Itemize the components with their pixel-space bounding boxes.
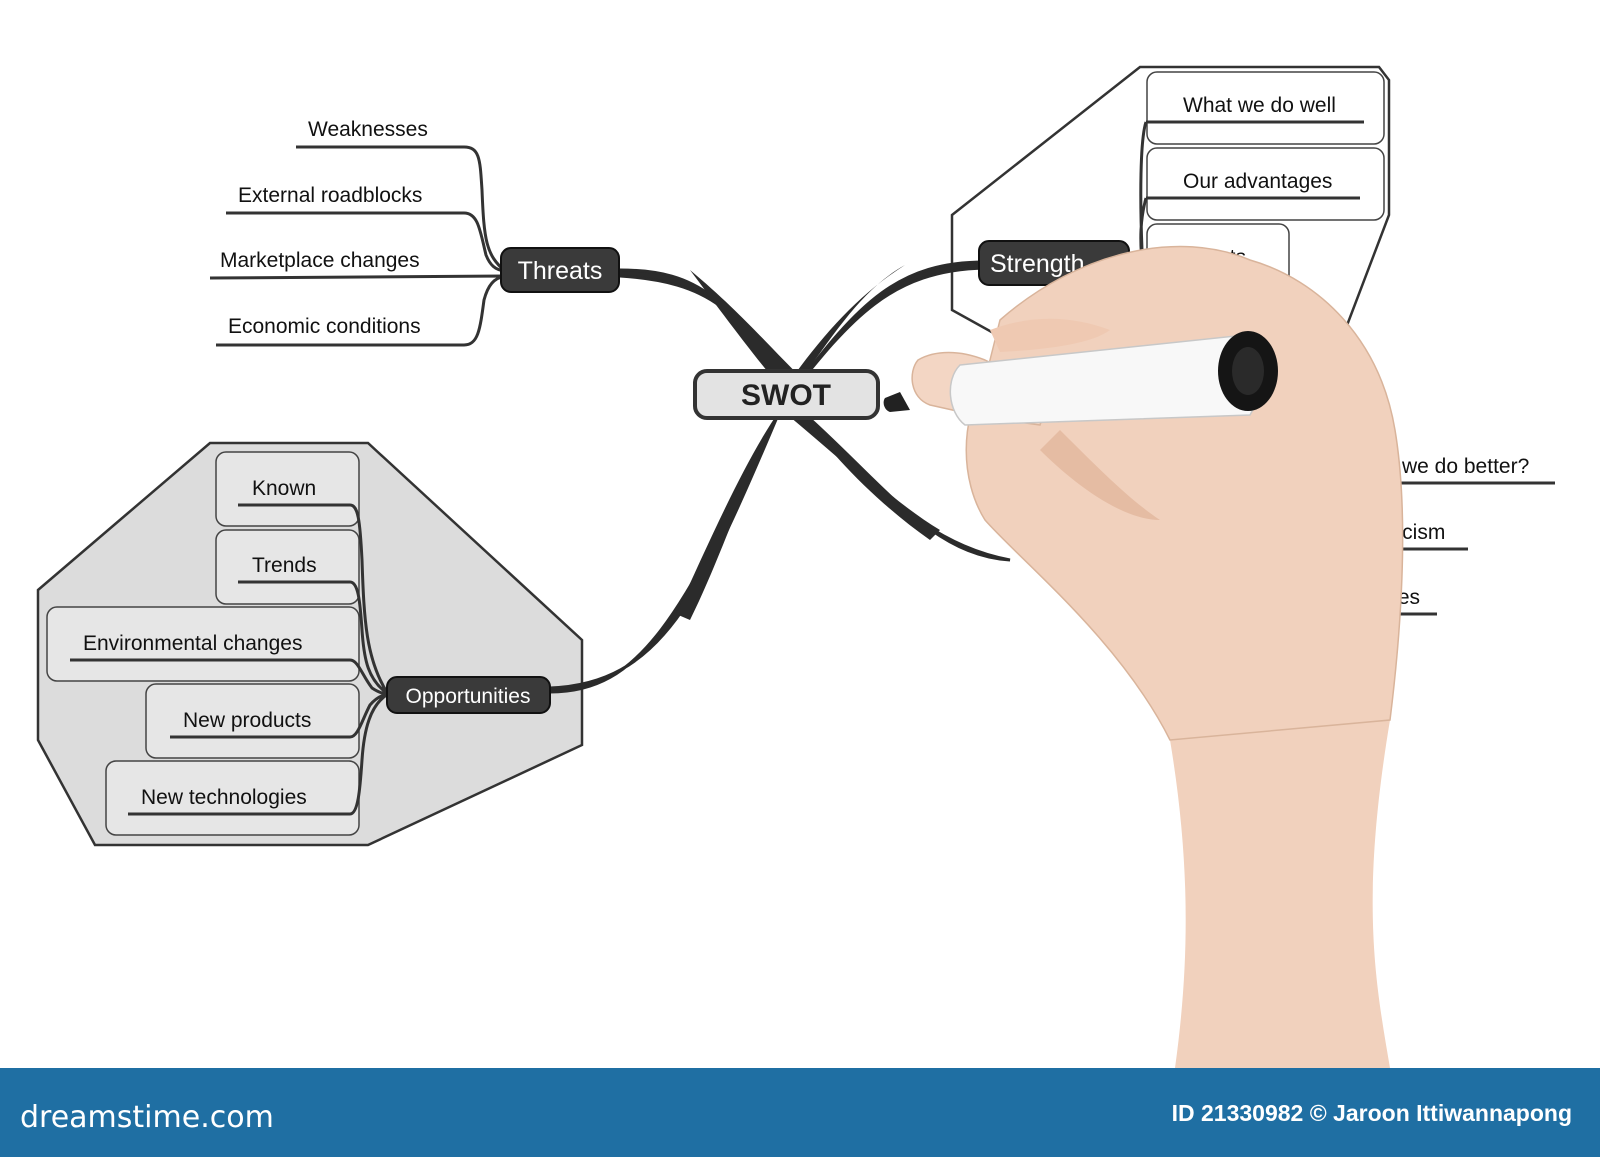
opportunity-item-new-products: New products <box>183 709 311 732</box>
swot-node-label: SWOT <box>741 379 831 412</box>
hand-thumb <box>990 318 1110 352</box>
strength-item-our-advantages: Our advantages <box>1183 170 1332 193</box>
known-box <box>215 451 360 527</box>
environmental-box <box>46 606 360 682</box>
new-products-box <box>145 683 360 759</box>
opportunities-leaf-lines <box>70 503 390 816</box>
threat-item-marketplace-changes: Marketplace changes <box>220 249 420 272</box>
threats-node <box>500 247 620 293</box>
footer-bar <box>0 1068 1600 1157</box>
threat-item-external-roadblocks: External roadblocks <box>238 184 422 207</box>
opportunities-node-label: Opportunities <box>406 685 531 708</box>
opportunity-item-new-technologies: New technologies <box>141 786 307 809</box>
threats-node-label: Threats <box>518 257 603 285</box>
hand-arm <box>1170 720 1390 1068</box>
threat-item-weaknesses: Weaknesses <box>308 118 428 141</box>
branch-x-bottom-left <box>676 410 780 620</box>
hand-with-marker <box>883 245 1404 1068</box>
opportunity-item-trends: Trends <box>252 554 317 577</box>
weakness-item-do-better: we do better? <box>1401 455 1529 478</box>
trends-box <box>215 529 360 605</box>
marker-cap-ring <box>1232 347 1264 395</box>
hand-shadow <box>1040 430 1160 520</box>
threat-item-economic-conditions: Economic conditions <box>228 315 421 338</box>
footer-brand-logo: dreamstime.com <box>20 1100 274 1135</box>
opportunity-item-known: Known <box>252 477 316 500</box>
footer-image-credit: ID 21330982 © Jaroon Ittiwannapong <box>1171 1100 1572 1126</box>
branch-x-bottom-right <box>800 410 940 540</box>
opportunity-item-environmental-changes: Environmental changes <box>83 632 302 655</box>
strength-item-what-we-do-well: What we do well <box>1183 94 1336 117</box>
our-advantages-box <box>1146 147 1385 221</box>
branch-opportunities <box>548 409 782 694</box>
swot-node <box>693 369 880 420</box>
opportunities-node <box>386 676 551 714</box>
threats-leaf-lines <box>209 145 506 347</box>
marker-tip <box>883 392 910 412</box>
what-we-do-well-box <box>1146 71 1385 145</box>
